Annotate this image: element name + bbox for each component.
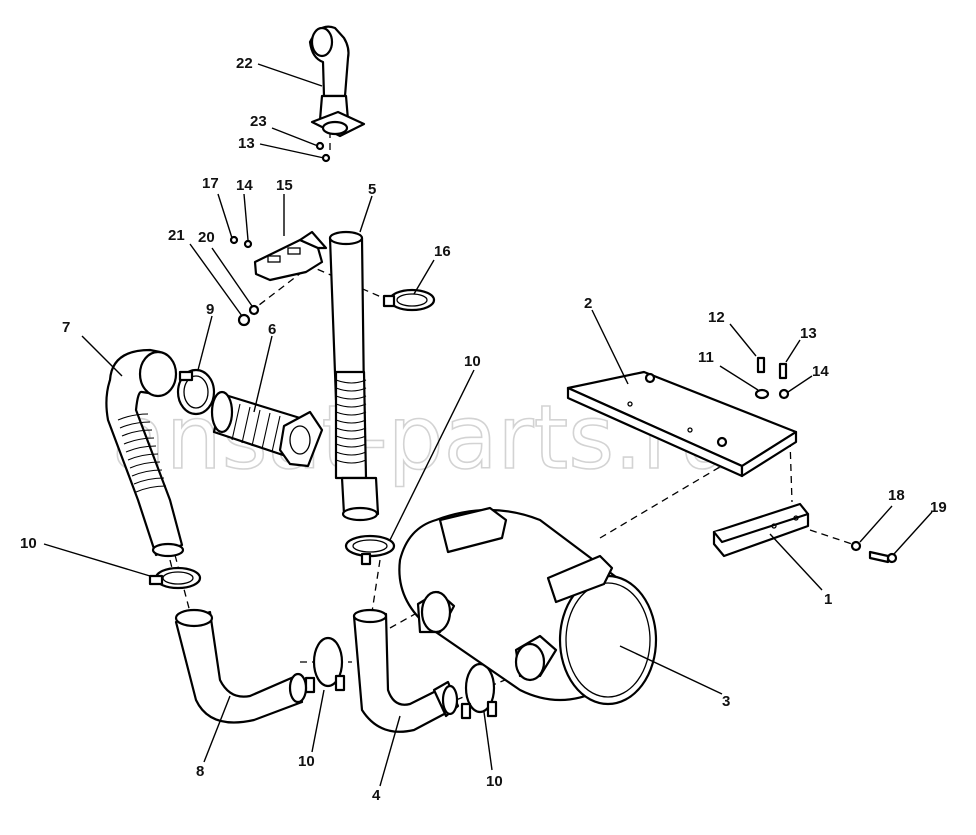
callout-20: 20 xyxy=(198,229,215,246)
callout-3: 3 xyxy=(722,693,730,710)
part-20-washer xyxy=(248,304,260,316)
callout-22: 22 xyxy=(236,55,253,72)
callout-17: 17 xyxy=(202,175,219,192)
part-16-clamp xyxy=(382,288,436,312)
callout-1: 1 xyxy=(824,591,832,608)
callout-9: 9 xyxy=(206,301,214,318)
callout-11: 11 xyxy=(698,349,714,366)
part-10-clamp-upper xyxy=(344,534,396,566)
part-3-muffler xyxy=(398,506,658,706)
part-10-clamp-lower-middle xyxy=(304,636,346,694)
leader-lines xyxy=(43,63,933,787)
part-1-angle-bracket xyxy=(712,502,810,558)
callout-14-right: 14 xyxy=(812,363,829,380)
part-17-bolt xyxy=(229,235,239,245)
callout-13: 13 xyxy=(238,135,255,152)
part-21-nut xyxy=(237,313,251,327)
part-14-washer xyxy=(243,239,253,249)
part-14-washer-right xyxy=(778,388,790,400)
part-5-vertical-flex-pipe xyxy=(328,230,380,522)
callout-10: 10 xyxy=(464,353,481,370)
callout-21: 21 xyxy=(168,227,185,244)
callout-23: 23 xyxy=(250,113,267,130)
part-12-bolt xyxy=(756,356,766,374)
callout-7: 7 xyxy=(62,319,70,336)
callout-14: 14 xyxy=(236,177,253,194)
callout-12: 12 xyxy=(708,309,725,326)
part-9-band-clamp xyxy=(176,368,216,416)
part-15-bracket xyxy=(253,230,328,282)
part-10-clamp-left xyxy=(148,566,202,590)
part-19-bolt xyxy=(868,550,898,564)
callout-6: 6 xyxy=(268,321,276,338)
part-22-exhaust-stack-cap xyxy=(308,25,366,138)
part-11-spacer xyxy=(754,388,770,400)
callout-10-lower-right: 10 xyxy=(486,773,503,790)
callout-19: 19 xyxy=(930,499,947,516)
callout-10-lower-middle: 10 xyxy=(298,753,315,770)
callout-8: 8 xyxy=(196,763,204,780)
part-7-flex-elbow xyxy=(105,348,185,558)
part-10-clamp-lower-right xyxy=(460,662,498,720)
callout-4: 4 xyxy=(372,787,381,804)
callout-10-left: 10 xyxy=(20,535,37,552)
part-2-mounting-plate xyxy=(566,370,798,478)
callout-2: 2 xyxy=(584,295,592,312)
part-6-flanged-flex-pipe xyxy=(210,390,324,468)
callout-labels: 22 23 13 17 14 15 5 21 20 16 7 9 6 10 2 … xyxy=(20,55,947,804)
part-18-nut xyxy=(850,540,862,552)
callout-16: 16 xyxy=(434,243,451,260)
part-8-elbow-pipe xyxy=(174,608,308,724)
part-4-elbow-pipe xyxy=(352,608,460,733)
part-13-bolt xyxy=(778,362,788,380)
callout-5: 5 xyxy=(368,181,376,198)
callout-15: 15 xyxy=(276,177,293,194)
callout-13-right: 13 xyxy=(800,325,817,342)
callout-18: 18 xyxy=(888,487,905,504)
